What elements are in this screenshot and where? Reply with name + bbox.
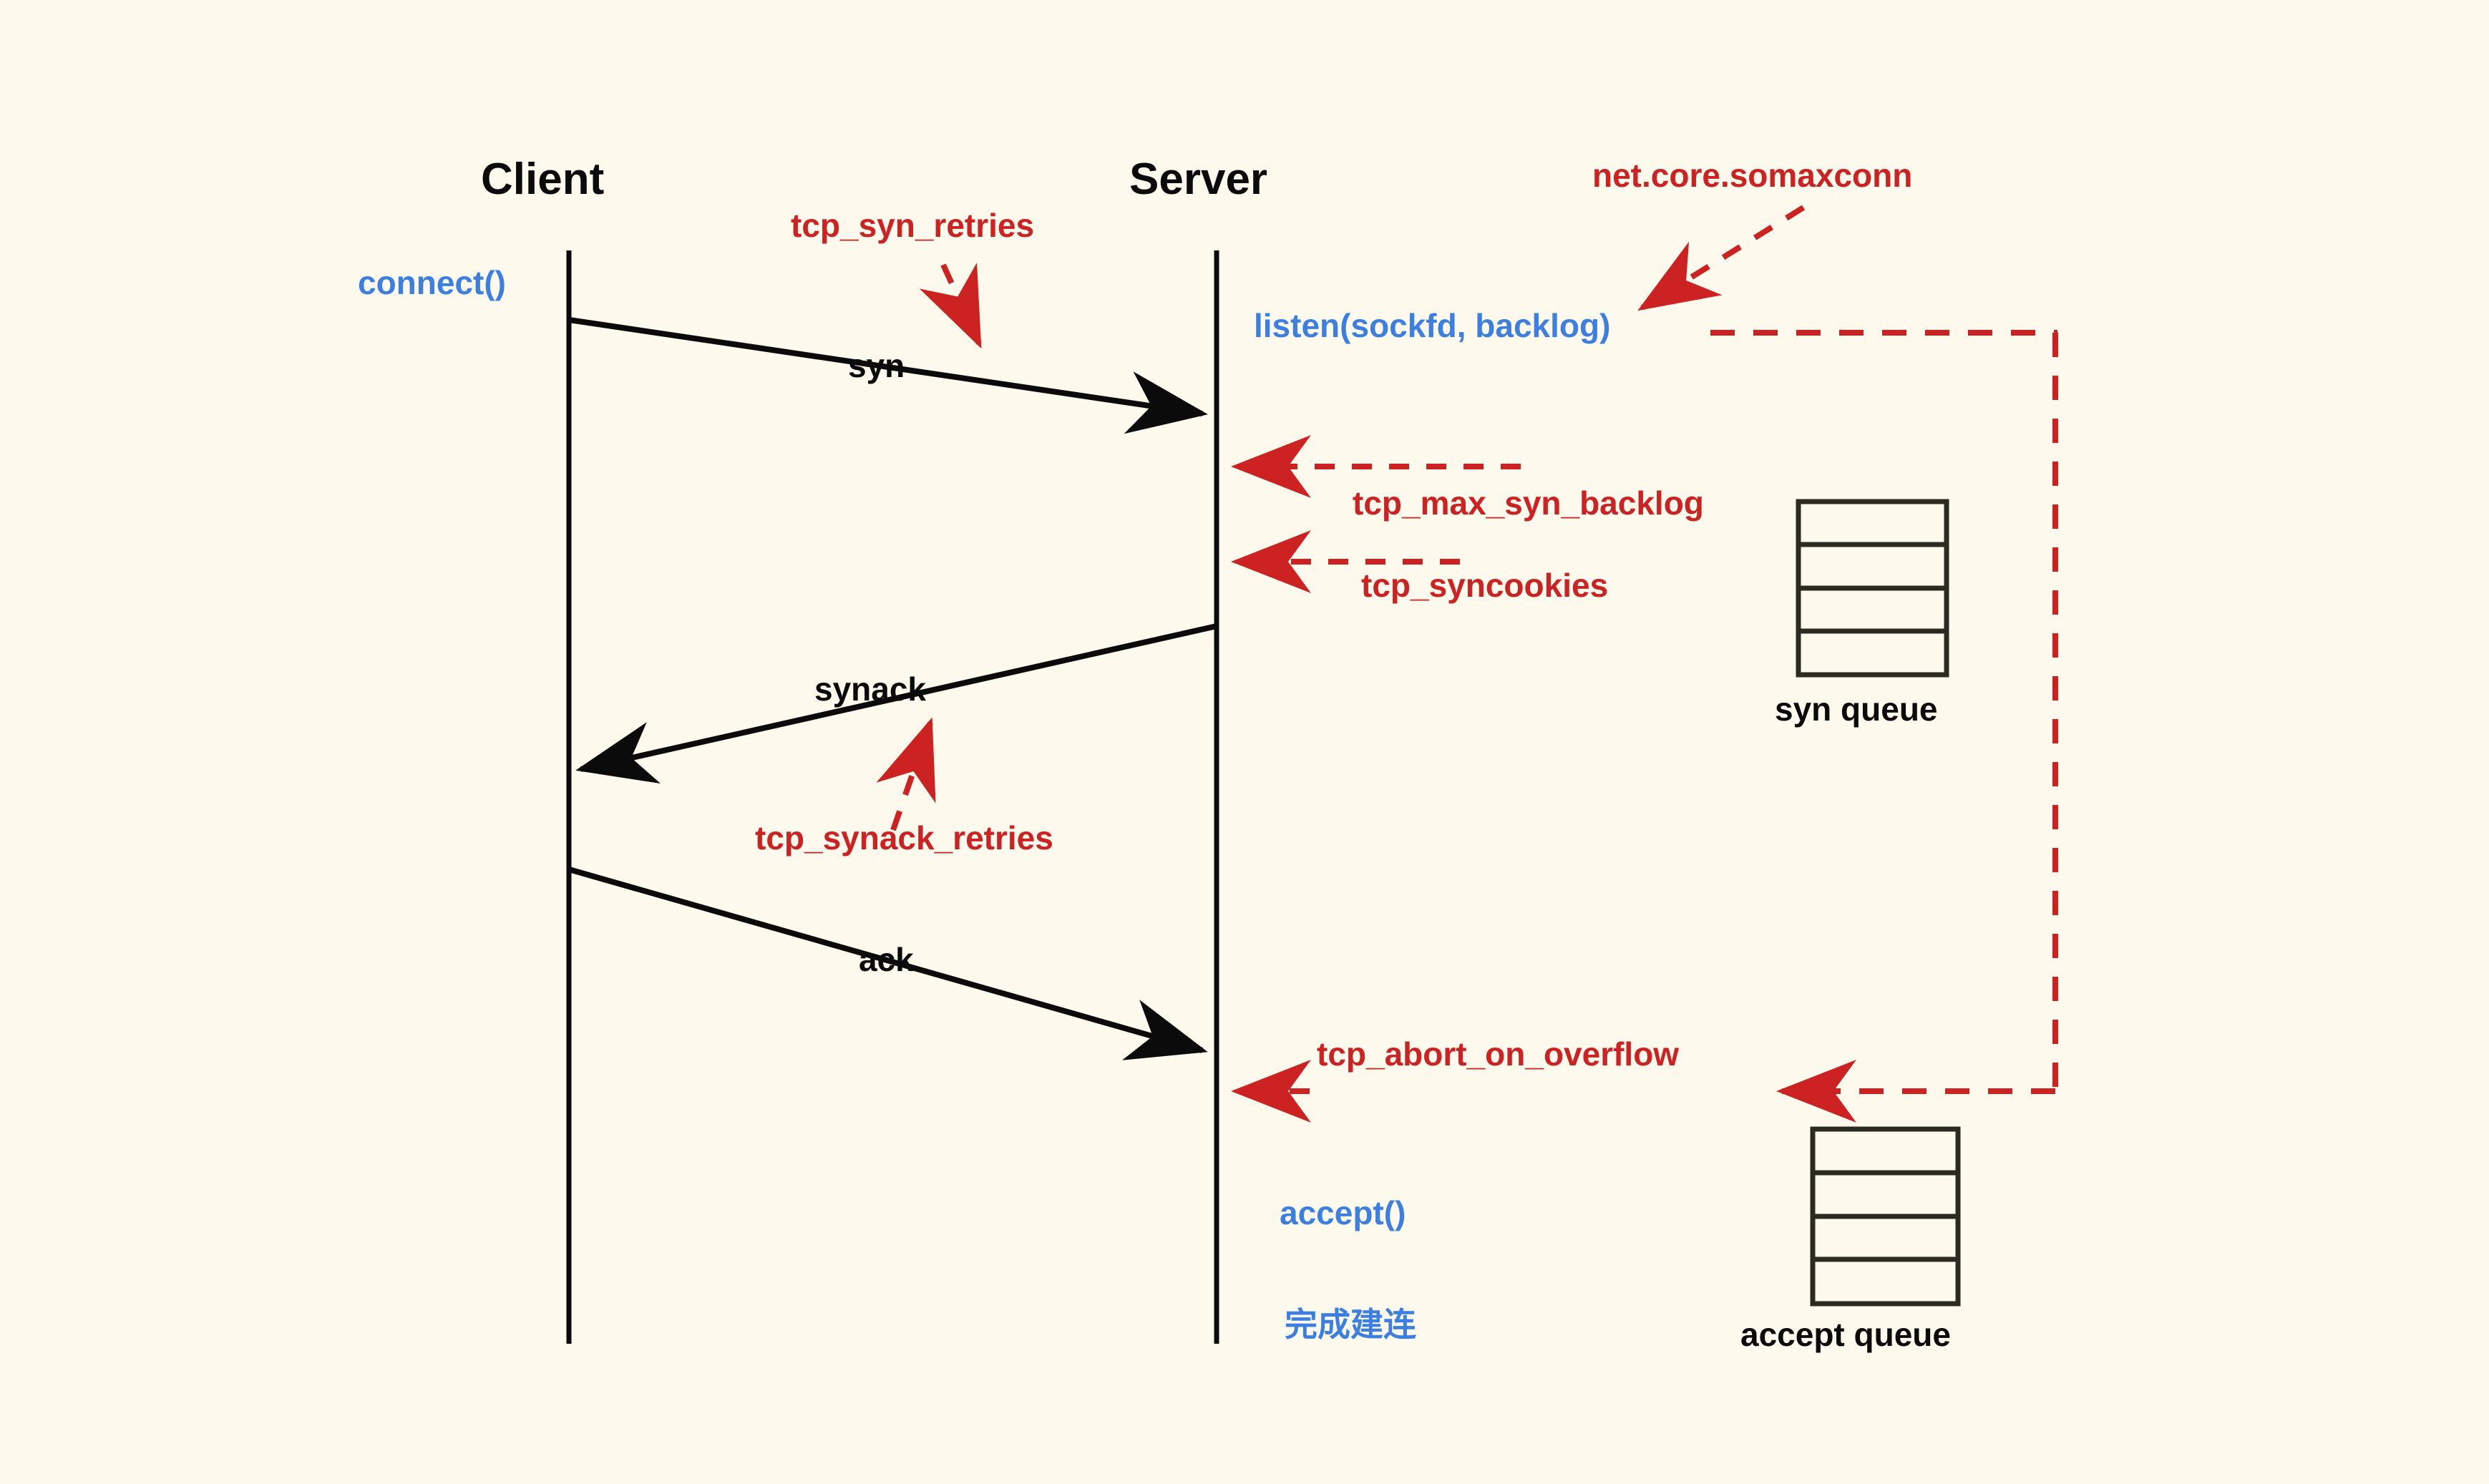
message-label-synack: synack (814, 670, 927, 708)
api-call-connect: connect() (358, 264, 506, 301)
param-label-tcp-synack-retries: tcp_synack_retries (755, 819, 1053, 856)
api-call-accept: accept() (1280, 1194, 1406, 1231)
annotation-arrow-tcp-synack-retries (876, 717, 936, 831)
queue-label-accept-queue: accept queue (1740, 1316, 1951, 1353)
param-label-net-core-somaxconn: net.core.somaxconn (1592, 157, 1913, 194)
message-arrow-ack (568, 867, 1208, 1060)
queue-label-syn-queue: syn queue (1775, 690, 1938, 728)
message-arrow-synack (575, 623, 1217, 784)
param-label-tcp-syn-retries: tcp_syn_retries (791, 207, 1035, 244)
annotation-arrow-tcp-syn-retries (919, 263, 982, 349)
actor-label-server: Server (1129, 155, 1268, 204)
api-call-listen: listen(sockfd, backlog) (1254, 307, 1611, 344)
message-arrow-syn (568, 317, 1208, 434)
api-call-complete-connection: 完成建连 (1285, 1305, 1416, 1344)
actor-label-client: Client (481, 155, 605, 204)
accept-queue-box (1810, 1126, 1961, 1307)
annotation-arrow-net-core-somaxconn (1637, 205, 1806, 311)
param-label-tcp-syncookies: tcp_syncookies (1361, 567, 1609, 604)
message-label-ack: ack (859, 941, 914, 978)
message-label-syn: syn (848, 347, 905, 384)
param-label-tcp-max-syn-backlog: tcp_max_syn_backlog (1353, 484, 1704, 522)
param-label-tcp-abort-on-overflow: tcp_abort_on_overflow (1317, 1035, 1680, 1073)
syn-queue-box (1796, 499, 1949, 678)
